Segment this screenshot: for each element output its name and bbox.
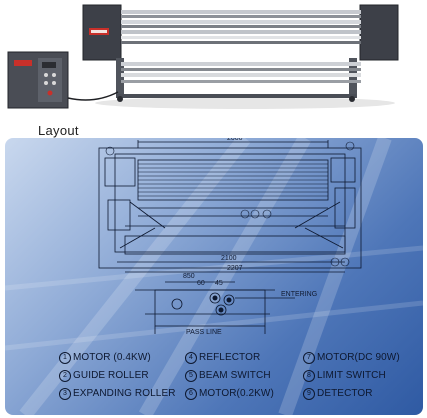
layout-drawing — [5, 138, 423, 415]
dim-45: 45 — [215, 280, 223, 287]
dim-2000: 2000 — [227, 138, 243, 142]
legend-number: 4 — [185, 352, 197, 364]
dim-850: 850 — [183, 273, 195, 280]
legend-number: 1 — [59, 352, 71, 364]
legend-number: 2 — [59, 370, 71, 382]
legend-label: DETECTOR — [317, 388, 373, 399]
layout-heading: Layout — [38, 123, 79, 138]
dim-60: 60 — [197, 280, 205, 287]
legend-label: LIMIT SWITCH — [317, 370, 386, 381]
dim-2207: 2207 — [227, 265, 243, 272]
legend-number: 6 — [185, 388, 197, 400]
legend-label: BEAM SWITCH — [199, 370, 271, 381]
legend-number: 3 — [59, 388, 71, 400]
pass-line-label: PASS LINE — [186, 329, 222, 336]
machine-photo — [7, 4, 399, 109]
legend-number: 9 — [303, 388, 315, 400]
legend-number: 8 — [303, 370, 315, 382]
layout-panel: 2000 2100 2207 850 60 45 ENTERING PASS L… — [5, 138, 423, 415]
legend-number: 5 — [185, 370, 197, 382]
legend-label: MOTOR(DC 90W) — [317, 352, 400, 363]
legend-label: MOTOR (0.4KW) — [73, 352, 151, 363]
legend-label: MOTOR(0.2KW) — [199, 388, 274, 399]
legend-label: REFLECTOR — [199, 352, 261, 363]
entering-label: ENTERING — [281, 291, 318, 298]
legend-label: EXPANDING ROLLER — [73, 388, 176, 399]
dim-2100: 2100 — [221, 255, 237, 262]
legend-number: 7 — [303, 352, 315, 364]
legend-label: GUIDE ROLLER — [73, 370, 149, 381]
